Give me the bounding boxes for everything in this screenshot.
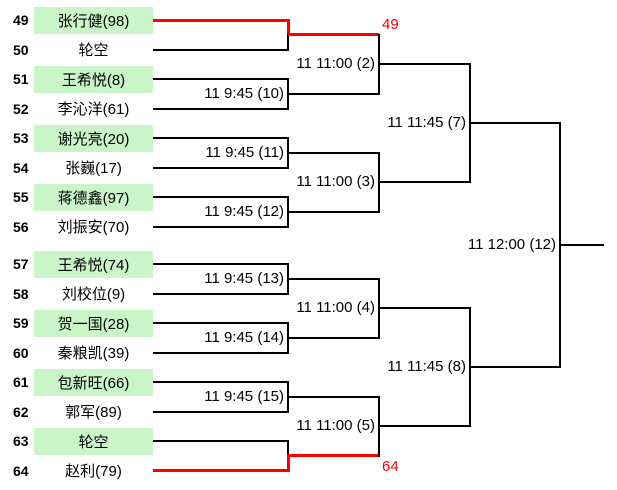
entry-seed: 58 [13, 285, 29, 302]
entry-name: 赵利(79) [65, 463, 122, 480]
entry-seed: 49 [13, 12, 29, 28]
entry-name-highlighted: 轮空 [34, 427, 153, 455]
connector-line [379, 181, 470, 184]
entry-seed: 54 [13, 159, 29, 176]
match-label: 11 9:45 (12) [204, 202, 284, 220]
entry-name: 秦粮凯(39) [57, 345, 130, 362]
connector-line [379, 63, 470, 66]
entry-seed: 55 [13, 189, 29, 205]
connector-line [470, 366, 560, 369]
entry-seed: 64 [13, 462, 29, 479]
match-label: 11 9:45 (11) [205, 143, 284, 161]
entry-seed: 50 [13, 41, 29, 58]
entry-name: 刘校位(9) [61, 286, 126, 303]
final-connector [560, 244, 604, 247]
match-label: 11 9:45 (14) [204, 328, 284, 346]
entry-seed: 51 [13, 71, 29, 87]
entry-line [153, 225, 288, 228]
entry-seed: 63 [13, 433, 29, 449]
connector-line [287, 33, 289, 51]
connector-line [288, 277, 379, 280]
entry-name-highlighted: 王希悦(74) [34, 250, 153, 278]
connector-line [379, 425, 470, 428]
entry-name: 李沁洋(61) [57, 101, 130, 118]
connector-line [288, 92, 379, 95]
entry-seed: 60 [13, 344, 29, 361]
match-label: 11 11:00 (5) [296, 417, 375, 435]
entry-line [153, 469, 288, 472]
connector-line [470, 122, 560, 125]
advancer-label: 49 [382, 16, 399, 34]
entry-line [153, 440, 288, 442]
match-label: 11 11:00 (3) [296, 173, 375, 191]
entry-line [153, 166, 288, 169]
advancer-label: 64 [382, 458, 399, 476]
entry-line [153, 48, 288, 51]
entry-line [153, 18, 288, 22]
match-label: 11 12:00 (12) [467, 236, 556, 254]
entry-seed: 62 [13, 403, 29, 420]
entry-line [153, 322, 288, 324]
entry-name-highlighted: 蒋德鑫(97) [34, 183, 153, 211]
winner-connector [286, 18, 290, 37]
entry-line [153, 196, 288, 198]
entry-line [153, 78, 288, 80]
entry-seed: 53 [13, 130, 29, 146]
entry-line [153, 381, 288, 383]
entry-seed: 61 [13, 374, 29, 390]
entry-name: 轮空 [78, 42, 109, 59]
winner-connector [288, 454, 379, 458]
entry-line [153, 410, 288, 413]
entry-name: 郭军(89) [65, 404, 122, 421]
entry-name-highlighted: 贺一国(28) [34, 309, 153, 337]
entry-line [153, 107, 288, 110]
entry-name-highlighted: 谢光亮(20) [34, 124, 153, 152]
entry-name-highlighted: 张行健(98) [34, 6, 153, 34]
entry-name-highlighted: 包新旺(66) [34, 368, 153, 396]
entry-seed: 56 [13, 218, 29, 235]
match-label: 11 11:00 (4) [296, 299, 375, 317]
connector-line [287, 440, 289, 457]
match-label: 11 11:00 (2) [296, 55, 375, 73]
match-label: 11 9:45 (13) [204, 269, 284, 287]
winner-connector [288, 33, 379, 37]
match-label: 11 11:45 (8) [387, 358, 466, 376]
match-label: 11 9:45 (10) [204, 84, 284, 102]
entry-name-highlighted: 王希悦(8) [34, 65, 153, 93]
connector-line [288, 151, 379, 154]
connector-line [379, 307, 470, 310]
entry-name: 刘振安(70) [57, 219, 130, 236]
entry-line [153, 351, 288, 354]
winner-connector [286, 454, 290, 472]
entry-seed: 59 [13, 315, 29, 331]
entry-seed: 52 [13, 100, 29, 117]
entry-name: 张巍(17) [65, 160, 122, 177]
entry-line [153, 292, 288, 295]
entry-seed: 57 [13, 256, 29, 272]
match-label: 11 9:45 (15) [204, 387, 284, 405]
match-label: 11 11:45 (7) [387, 114, 466, 132]
connector-line [288, 395, 379, 398]
connector-line [288, 210, 379, 213]
connector-line [288, 336, 379, 339]
entry-line [153, 263, 288, 265]
entry-line [153, 137, 288, 139]
